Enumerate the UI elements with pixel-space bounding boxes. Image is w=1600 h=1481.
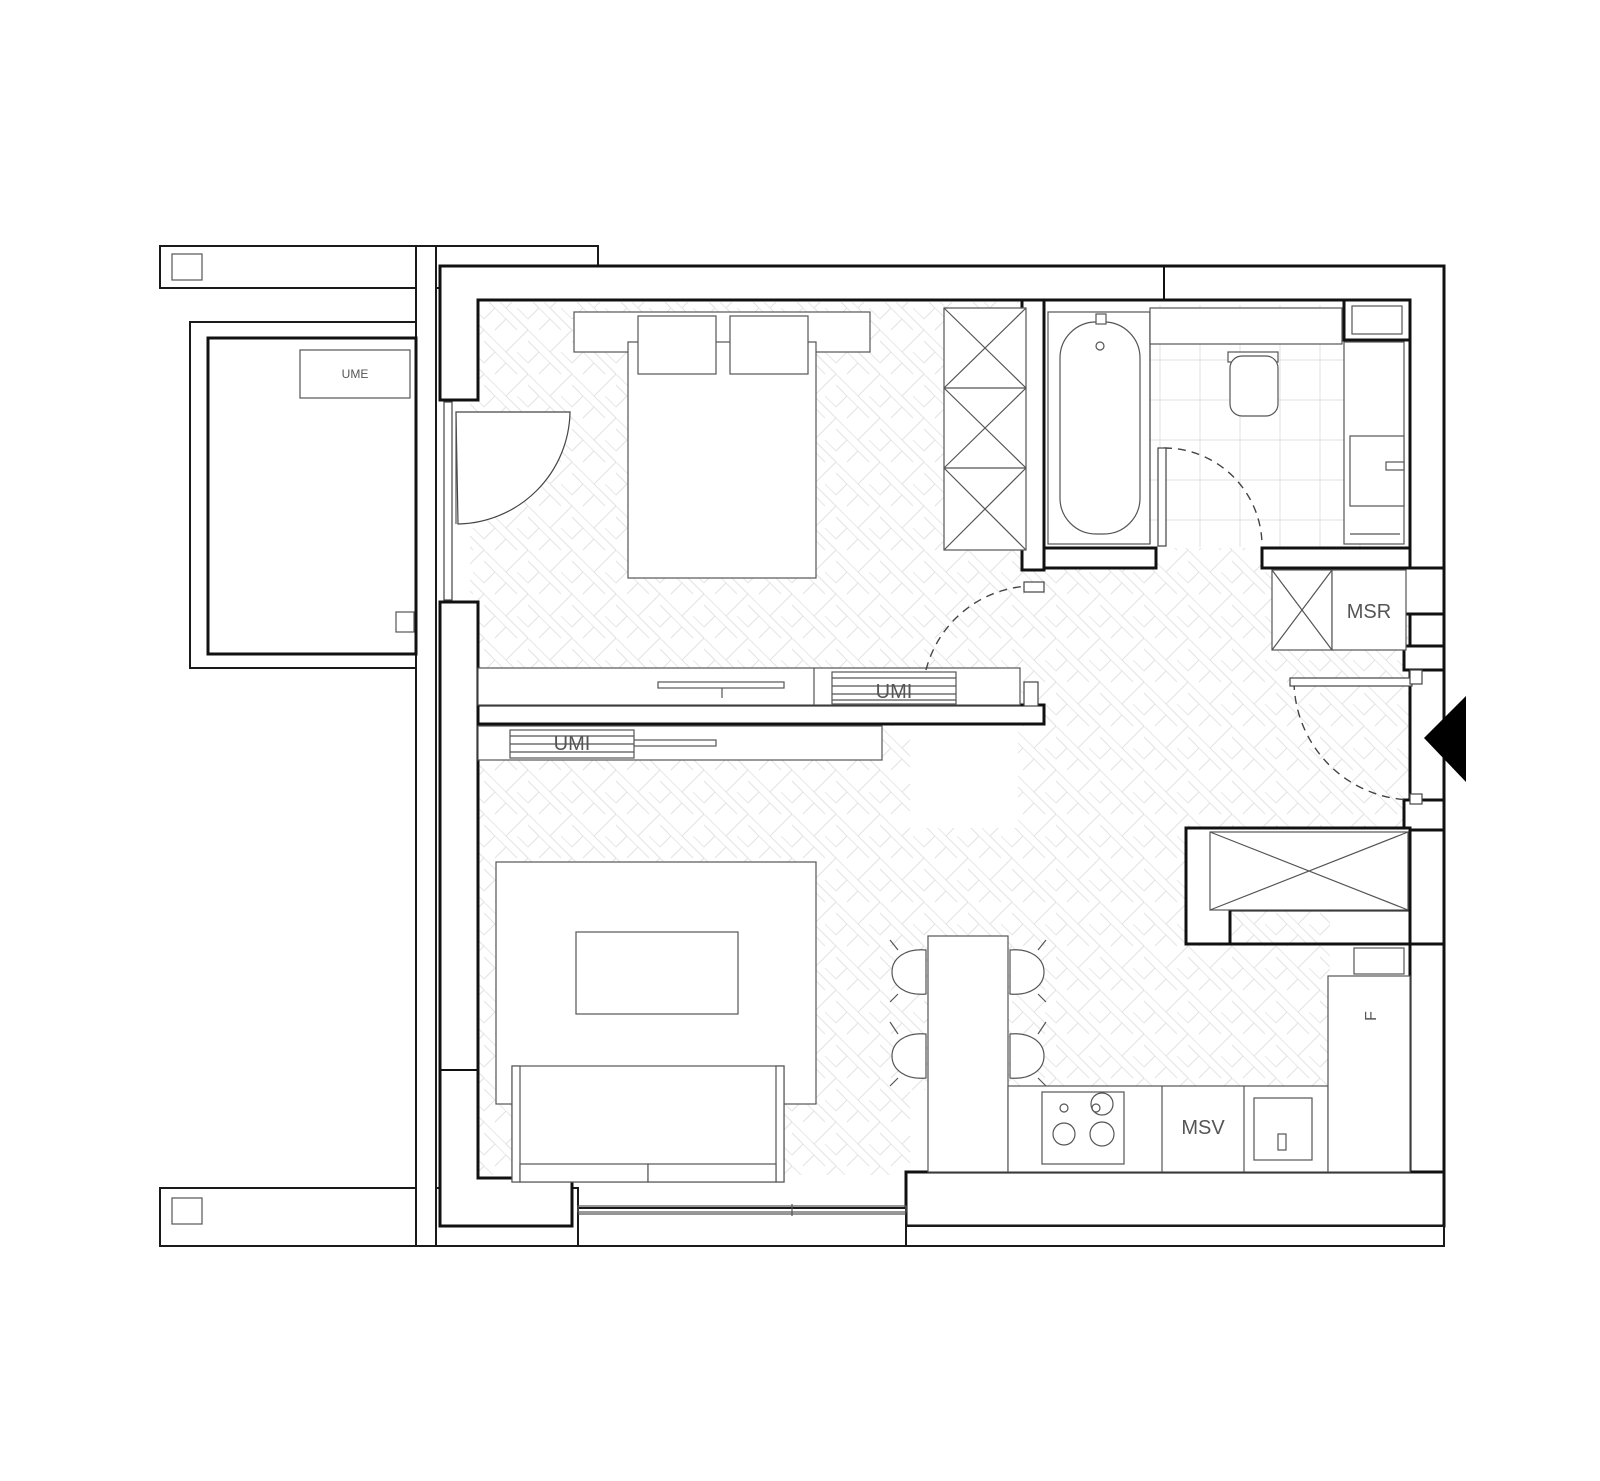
bathroom-floor [1130,305,1370,547]
balcony-inner [206,336,418,656]
washbasin [1349,435,1405,507]
kitchen-wall-right [1408,942,1446,1174]
balcony-door[interactable] [443,401,571,601]
sofa-cushion-right [647,1163,777,1183]
sofa-arm-left [511,1065,521,1183]
tv-screen [657,681,785,689]
msv-label: MSV [1181,1117,1225,1139]
ume-unit [299,349,411,399]
balcony: UME [299,349,415,633]
entry-door-swing[interactable] [1293,681,1415,801]
msr-wall [1402,566,1446,616]
bathroom-door-swing[interactable] [1163,447,1263,545]
window-sill [577,1205,907,1213]
umi-bedroom-unit: UMI [831,671,957,705]
bedroom-wardrobe [943,307,1027,551]
chair-right-1 [1009,949,1045,995]
entry-door-hinge-2 [1409,793,1423,805]
fridge [1327,975,1411,1173]
sofa-arm-right [775,1065,785,1183]
sofa [511,1065,785,1183]
bathroom-wall-bottom-right [1260,546,1412,570]
sink-tap [1277,1133,1287,1151]
bathtub-basin [1059,321,1141,535]
parapet-post-bottom [171,1197,203,1225]
ume-label: UME [342,367,369,381]
bathroom [1047,307,1405,547]
cooktop [1041,1091,1125,1165]
partition-bedroom-living [476,703,1046,726]
bottom-right-frame [905,1225,1445,1247]
hall-wardrobe [1209,831,1409,911]
msr-closet: MSR [1271,569,1407,651]
chair-right-2 [1009,1033,1045,1079]
parapet-post-top [171,253,203,281]
shaft [1351,305,1403,335]
living-tv [631,739,717,747]
bedroom-door-stop [1023,681,1039,707]
tub-faucet [1095,313,1107,325]
sofa-body [511,1065,785,1183]
umi-living-unit: UMI [509,729,635,759]
cooktop-burners [1052,1092,1115,1147]
tub-drain [1095,341,1105,351]
msr-label: MSR [1347,601,1391,623]
msr-unit [1331,569,1407,651]
chair-left-1 [891,949,927,995]
living-tv-screen [631,739,717,747]
msr-wall-2 [1402,644,1446,672]
dining-chairs [889,939,1047,1087]
bathroom-door-leaf[interactable] [1157,447,1167,547]
fridge-label: F [1363,1011,1380,1021]
living-room: UMI [495,729,817,1183]
left-outer-column [415,245,437,1247]
bedroom: UMI [573,307,1045,707]
bed [627,341,817,579]
chair-left-2 [891,1033,927,1079]
kitchen-shaft [1353,947,1405,975]
toilet-bowl [1229,355,1279,417]
bathroom-wall-bottom [1042,546,1158,570]
sink [1253,1097,1313,1161]
wardrobe [943,307,1027,551]
bathroom-counter [1149,307,1343,345]
tap [1385,461,1405,471]
coffee-table [575,931,739,1015]
entry-door-leaf[interactable] [1289,677,1413,687]
pillow-left [637,315,717,375]
balcony-door-leaf [455,411,571,525]
umi-living-label: UMI [554,733,591,755]
entrance-arrow-icon [1424,696,1466,782]
bedroom-door-leaf[interactable] [1023,581,1045,593]
pillow-right [729,315,809,375]
entry-door-hinge [1409,669,1423,685]
entry-wall [1402,798,1446,832]
bedroom-door-swing[interactable] [925,585,1041,671]
umi-bedroom-label: UMI [876,681,913,703]
balcony-drain [395,611,415,633]
bedroom-tv [657,681,785,698]
balcony-door-frame [443,401,453,601]
shaft-wall [1342,298,1412,342]
kitchen: MSV F [889,935,1411,1173]
hall: MSR [1209,569,1466,911]
dining-table [927,935,1009,1173]
sofa-cushion-left [519,1163,649,1183]
